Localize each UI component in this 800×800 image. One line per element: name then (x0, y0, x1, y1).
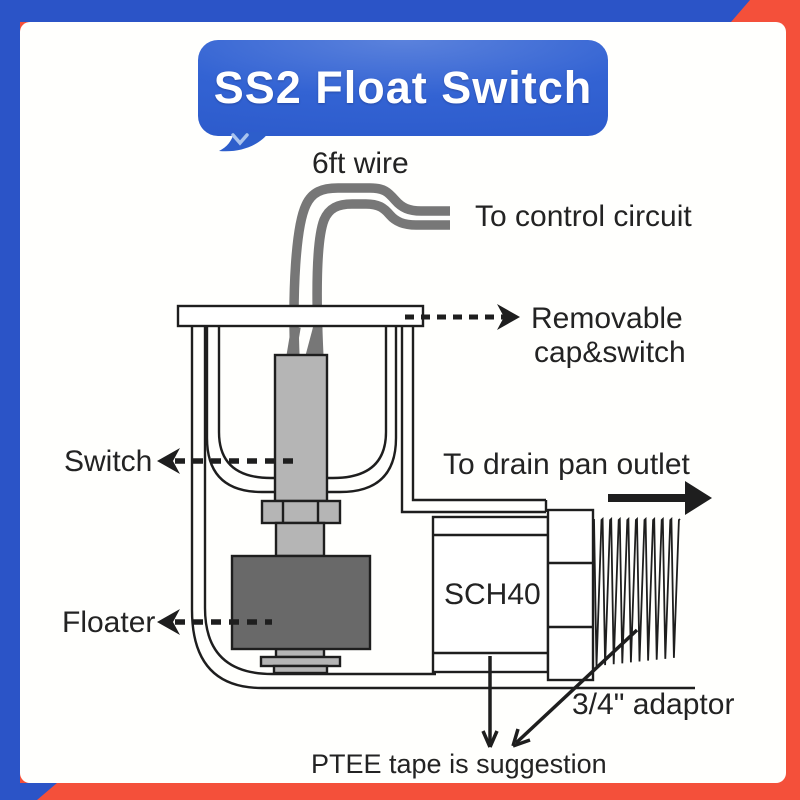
cap-leader-arrow (405, 304, 520, 330)
floater-body (230, 554, 372, 651)
switch-label: Switch (64, 445, 153, 478)
drain-pan-outlet-label: To drain pan outlet (443, 448, 690, 481)
switch-body (273, 353, 329, 503)
wire-label: 6ft wire (312, 147, 409, 180)
pan-body-outline (190, 327, 695, 690)
adaptor-label: 3/4" adaptor (572, 688, 735, 721)
switch-leader-arrow (157, 448, 293, 474)
floater-stub (274, 647, 326, 659)
ptee-vertical-arrow (481, 656, 499, 748)
switch-stem (274, 521, 326, 558)
floater-plate-wide (259, 655, 342, 668)
floater-plate-narrow (272, 664, 329, 675)
removable-cap-label-line2: cap&switch (534, 336, 686, 369)
ptee-diagonal-arrow (511, 628, 639, 748)
cap-plate (176, 304, 425, 328)
switch-assembly (259, 353, 342, 675)
outlet-elbow-outline (400, 327, 548, 514)
hex-nut (260, 499, 342, 525)
removable-cap-label-line1: Removable (531, 302, 683, 335)
title-banner: SS2 Float Switch (198, 40, 608, 136)
chevron-down-icon (231, 133, 249, 146)
control-circuit-label: To control circuit (475, 200, 692, 233)
floater-leader-arrow (157, 609, 272, 635)
adaptor-nut (546, 508, 595, 682)
sch40-label: SCH40 (444, 578, 541, 611)
drain-outlet-arrow (608, 481, 712, 515)
floater-label: Floater (62, 606, 156, 639)
page-title: SS2 Float Switch (213, 62, 593, 113)
adaptor-threads (593, 516, 681, 667)
wires (286, 183, 450, 361)
ptee-note-label: PTEE tape is suggestion (311, 749, 607, 779)
sch40-pipe (431, 515, 550, 674)
